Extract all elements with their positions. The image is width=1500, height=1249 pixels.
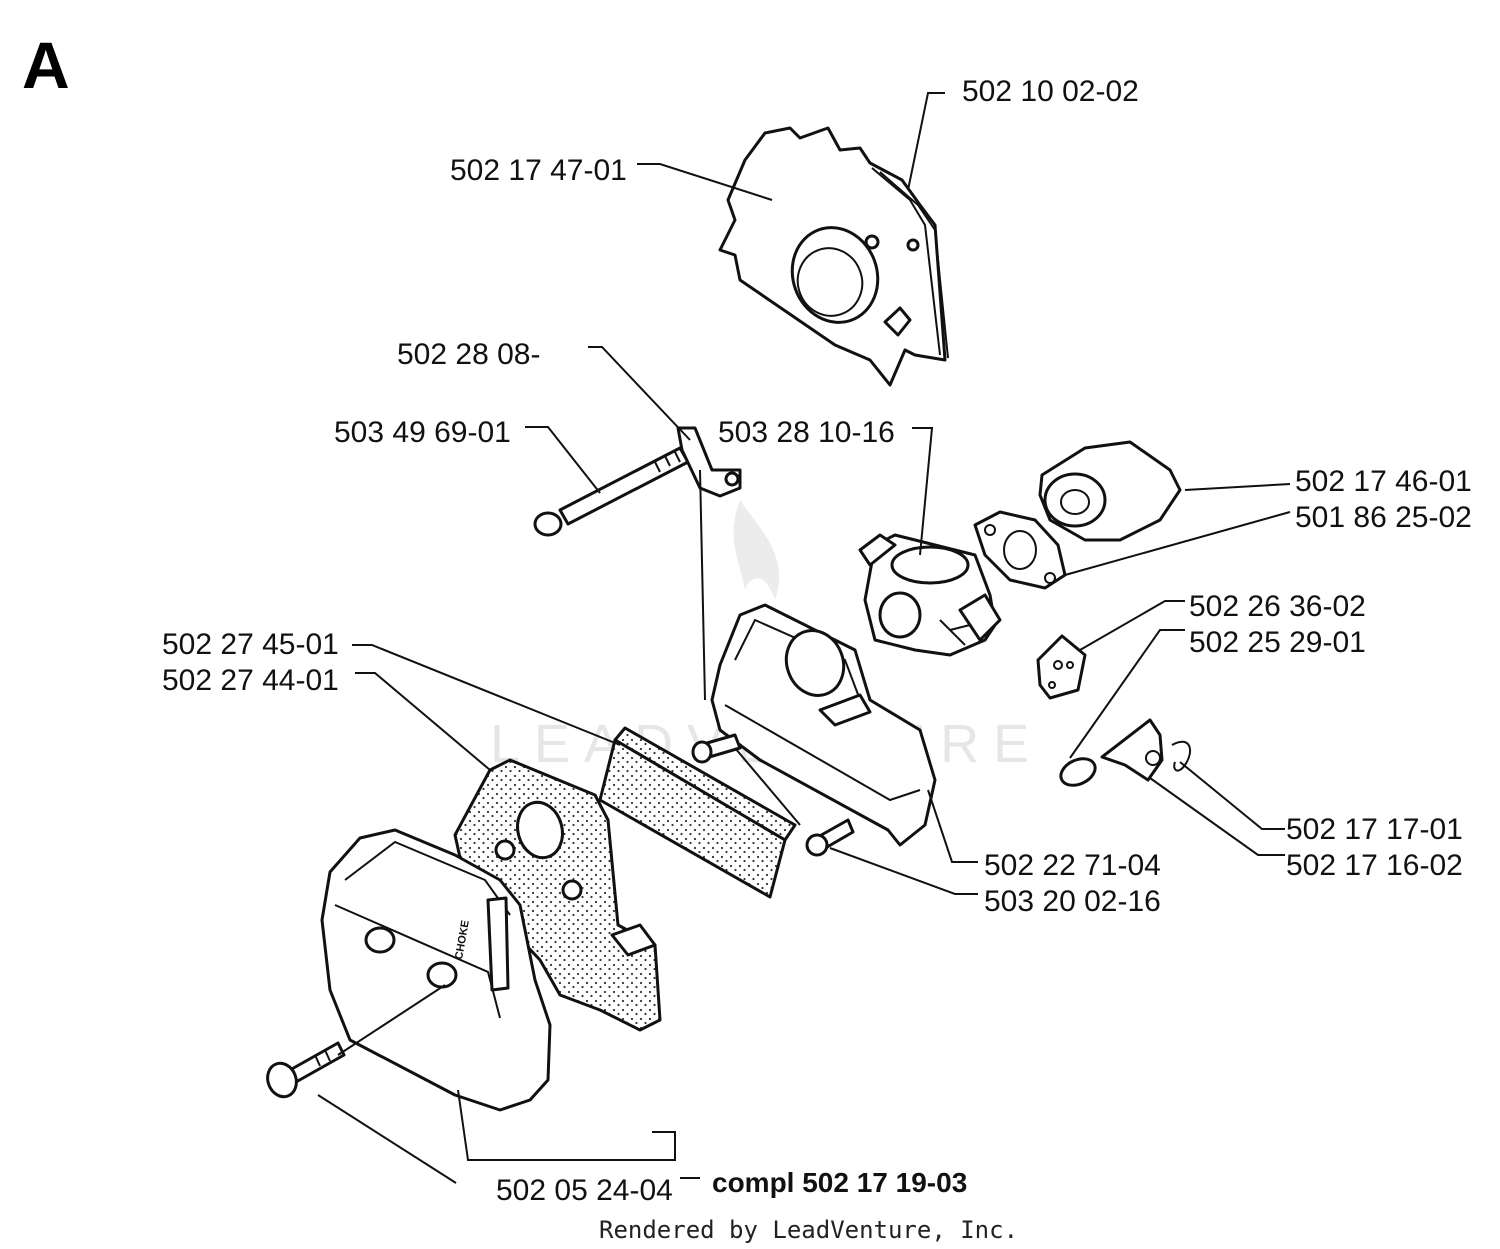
label-502-10-02-02: 502 10 02-02	[962, 75, 1139, 108]
label-502-28-08: 502 28 08-	[397, 338, 540, 371]
label-503-28-10-16: 503 28 10-16	[718, 416, 895, 449]
long-bolt	[533, 446, 690, 537]
leader-lines	[317, 92, 1291, 1184]
filter-foam	[598, 726, 797, 899]
label-502-25-29-01: 502 25 29-01	[1189, 626, 1366, 659]
label-501-86-25-02: 501 86 25-02	[1295, 501, 1472, 534]
label-502-26-36-02: 502 26 36-02	[1189, 590, 1366, 623]
clip-bracket	[676, 426, 742, 498]
label-503-20-02-16: 503 20 02-16	[984, 885, 1161, 918]
section-letter: A	[22, 28, 70, 102]
intake-gasket	[973, 510, 1067, 590]
label-502-17-16-02: 502 17 16-02	[1286, 849, 1463, 882]
carburetor	[858, 533, 1002, 657]
label-502-05-24-04: 502 05 24-04	[496, 1174, 673, 1207]
label-502-27-45-01: 502 27 45-01	[162, 628, 339, 661]
knob-screw	[266, 1041, 346, 1099]
label-502-17-46-01: 502 17 46-01	[1295, 465, 1472, 498]
part-labels: 502 10 02-02 502 17 47-01 502 28 08- 503…	[162, 75, 1472, 1207]
filter-base	[710, 603, 937, 847]
label-502-17-47-01: 502 17 47-01	[450, 154, 627, 187]
assembly-label: compl 502 17 19-03	[712, 1167, 967, 1198]
label-503-49-69-01: 503 49 69-01	[334, 416, 511, 449]
label-502-17-17-01: 502 17 17-01	[1286, 813, 1463, 846]
label-502-22-71-04: 502 22 71-04	[984, 849, 1161, 882]
label-502-27-44-01: 502 27 44-01	[162, 664, 339, 697]
choke-parts	[1059, 718, 1192, 787]
gasket-plate	[718, 126, 949, 387]
intake-adapter	[1038, 440, 1182, 542]
small-plate	[1036, 634, 1087, 700]
footer-credit: Rendered by LeadVenture, Inc.	[599, 1216, 1018, 1244]
screws	[691, 733, 855, 857]
